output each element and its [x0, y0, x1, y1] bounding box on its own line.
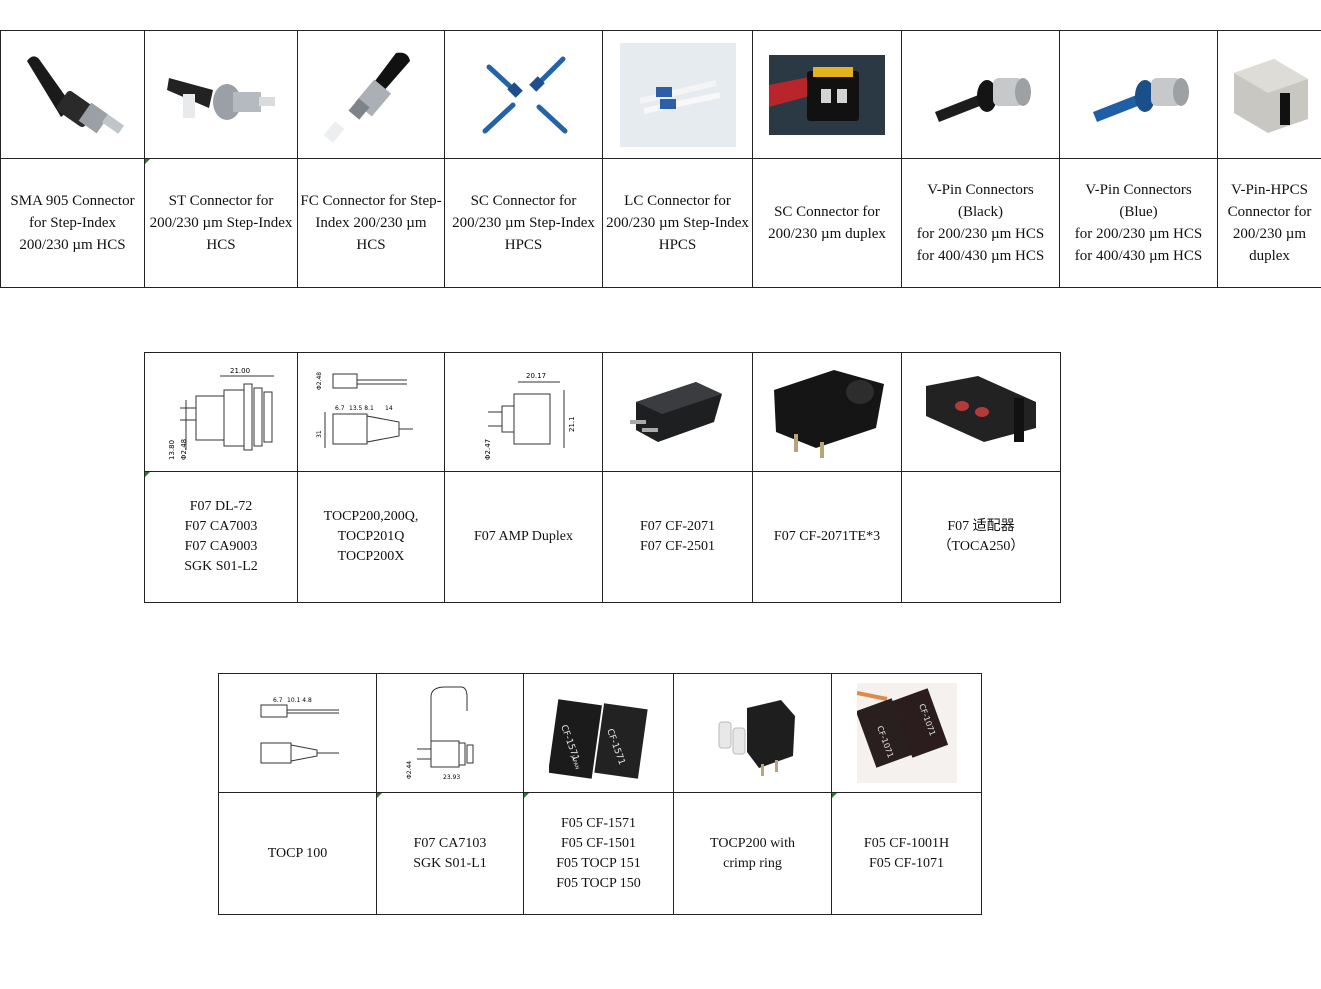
vpin-black-connector-image [934, 77, 1031, 122]
image-st [144, 30, 298, 159]
caption-tocp100: TOCP 100 [218, 792, 377, 915]
dim-dia-label: Φ2.44 [406, 761, 413, 779]
dim-width-label: 20.17 [526, 372, 546, 380]
caption-st: ST Connector for 200/230 µm Step-Index H… [144, 158, 298, 288]
f05-cf1571-connector-image: CF-1571 CF-1571 JAPAN [548, 699, 648, 779]
f07-cf2071-connector-image [629, 382, 722, 442]
image-lc [602, 30, 753, 159]
dim-height-label: 13.80 [168, 440, 176, 460]
dim-c-label: 14 [385, 405, 393, 412]
dim-height-label: 21.1 [568, 416, 576, 432]
vpin-hpcs-connector-image [1233, 58, 1308, 133]
caption-lc: LC Connector for 200/230 µm Step-Index H… [602, 158, 753, 288]
f07-amp-drawing: 20.17 Φ2.47 21.1 [484, 372, 576, 460]
connector-table-2: 21.00 13.80 Φ2.48 6.7 13.5 8.1 14 31 Φ2.… [144, 352, 1061, 603]
caption-tocp200: TOCP200,200Q,TOCP201Q TOCP200X [297, 471, 445, 603]
lc-connector-image [619, 42, 736, 147]
drawing-f07-dl72: 21.00 13.80 Φ2.48 [144, 352, 298, 472]
dim-b-label: 6.7 [273, 697, 283, 704]
st-connector-image [167, 77, 275, 120]
image-fc [297, 30, 445, 159]
f07-dl72-drawing: 21.00 13.80 Φ2.48 [168, 367, 274, 460]
dim-d-label: 31 [316, 430, 323, 438]
drawing-tocp100: 10.1 4.8 6.7 [218, 673, 377, 793]
dim-dia-label: Φ2.47 [484, 439, 492, 460]
dim-width-label: 23.93 [443, 774, 460, 781]
drawing-f07-ca7103: 23.93 Φ2.44 [376, 673, 524, 793]
caption-f07-amp: F07 AMP Duplex [444, 471, 603, 603]
image-sc [444, 30, 603, 159]
caption-sc-duplex: SC Connector for 200/230 µm duplex [752, 158, 902, 288]
image-f05-cf1571: CF-1571 CF-1571 JAPAN [523, 673, 674, 793]
image-vpin-hpcs [1217, 30, 1321, 159]
caption-vpin-blue: V-Pin Connectors(Blue) for 200/230 µm HC… [1059, 158, 1218, 288]
dim-b-label: 13.5 8.1 [349, 405, 374, 412]
connector-table-1: SMA 905 Connector for Step-Index 200/230… [0, 30, 1321, 288]
dim-dia-label: Φ2.48 [180, 439, 188, 460]
image-f05-cf1001h: CF-1071 CF-1071 [831, 673, 982, 793]
tocp200-drawing: 6.7 13.5 8.1 14 31 Φ2.48 [316, 372, 413, 448]
caption-vpin-hpcs: V-Pin-HPCS Connector for 200/230 µm dupl… [1217, 158, 1321, 288]
sc-duplex-connector-image [769, 54, 885, 135]
caption-vpin-black: V-Pin Connectors(Black) for 200/230 µm H… [901, 158, 1060, 288]
caption-sc: SC Connector for 200/230 µm Step-Index H… [444, 158, 603, 288]
image-sma905 [0, 30, 145, 159]
image-vpin-blue [1059, 30, 1218, 159]
dim-a-label: 10.1 4.8 [287, 697, 312, 704]
toca250-adapter-image [926, 376, 1036, 442]
image-f07-cf2071te [752, 352, 902, 472]
sc-connector-image [482, 56, 567, 133]
caption-f07-cf2071te: F07 CF-2071TE*3 [752, 471, 902, 603]
tocp100-drawing: 10.1 4.8 6.7 [260, 697, 339, 764]
f07-ca7103-drawing: 23.93 Φ2.44 [406, 686, 474, 781]
drawing-f07-amp: 20.17 Φ2.47 21.1 [444, 352, 603, 472]
fc-connector-image [323, 52, 410, 143]
f07-cf2071te-connector-image [774, 370, 884, 458]
vpin-blue-connector-image [1092, 77, 1189, 122]
photo-label-c: JAPAN [568, 754, 579, 771]
image-f07-cf2071 [602, 352, 753, 472]
dim-width-label: 21.00 [230, 367, 250, 375]
caption-toca250: F07 适配器（TOCA250） [901, 471, 1061, 603]
dim-a-label: 6.7 [335, 405, 345, 412]
dim-e-label: Φ2.48 [316, 372, 323, 390]
image-tocp200-crimp [673, 673, 832, 793]
caption-sma905: SMA 905 Connector for Step-Index 200/230… [0, 158, 145, 288]
image-sc-duplex [752, 30, 902, 159]
f05-cf1001h-connector-image: CF-1071 CF-1071 [856, 683, 957, 783]
connector-table-3: 10.1 4.8 6.7 23.93 Φ2.44 CF-1 [218, 673, 982, 915]
image-toca250 [901, 352, 1061, 472]
sma905-connector-image [26, 55, 124, 134]
tocp200-crimp-connector-image [718, 700, 795, 776]
drawing-tocp200: 6.7 13.5 8.1 14 31 Φ2.48 [297, 352, 445, 472]
image-vpin-black [901, 30, 1060, 159]
caption-fc: FC Connector for Step-Index 200/230 µm H… [297, 158, 445, 288]
